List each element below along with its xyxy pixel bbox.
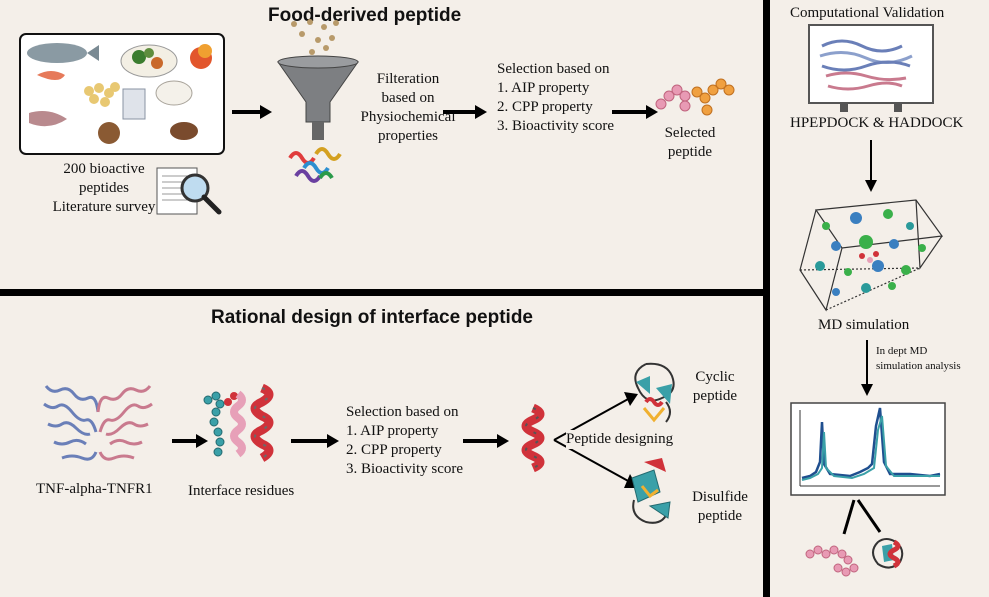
top-selection-text: Selection based on 1. AIP property 2. CP…	[497, 61, 615, 134]
computational-validation-title: Computational Validation	[790, 5, 945, 21]
cyclic-peptide-icon	[634, 362, 675, 423]
helix-icon	[521, 403, 545, 473]
arrow-md-to-analysis	[861, 340, 873, 396]
arrow-complex-to-interface	[172, 434, 208, 448]
md-analysis-label: In dept MD simulation analysis	[876, 345, 961, 372]
literature-survey-text: 200 bioactive peptides Literature survey	[52, 161, 156, 215]
md-simulation-label: MD simulation	[818, 317, 910, 333]
vertical-divider	[763, 0, 770, 597]
arrow-selection-to-helix	[463, 434, 509, 448]
horizontal-divider	[0, 289, 770, 296]
funnel-icon	[277, 19, 359, 183]
plot-window-icon	[790, 402, 946, 496]
filtration-text: Filteration based on Physiochemical prop…	[360, 71, 456, 144]
arrow-selection-to-peptide	[612, 105, 658, 119]
protein-complex-icon	[43, 385, 153, 461]
arrow-docking-to-md	[865, 140, 877, 192]
tnf-complex-label: TNF-alpha-TNFR1	[36, 481, 153, 497]
arrow-interface-to-selection	[291, 434, 339, 448]
simulation-box-icon	[799, 199, 944, 312]
interface-residues-icon	[203, 383, 274, 462]
disulfide-peptide-icon	[631, 458, 671, 524]
rational-design-title: Rational design of interface peptide	[211, 307, 533, 328]
peptide-designing-label: Peptide designing	[566, 430, 674, 449]
arrow-food-to-funnel	[232, 105, 272, 119]
interface-residues-label: Interface residues	[188, 483, 295, 499]
peptide-chain-icon	[655, 78, 735, 116]
selected-peptide-text: Selected peptide	[664, 125, 716, 160]
docking-label: HPEPDOCK & HADDOCK	[790, 115, 964, 131]
disulfide-peptide-label: Disulfide peptide	[692, 489, 748, 524]
analysis-output-icon	[805, 499, 904, 577]
document-magnifier-icon	[156, 167, 222, 215]
bottom-selection-text: Selection based on 1. AIP property 2. CP…	[346, 404, 464, 477]
cyclic-peptide-label: Cyclic peptide	[692, 369, 738, 404]
arrow-filter-to-selection	[443, 105, 487, 119]
food-derived-title: Food-derived peptide	[268, 5, 462, 26]
food-plate-icon	[19, 33, 225, 155]
monitor-icon	[808, 24, 934, 112]
